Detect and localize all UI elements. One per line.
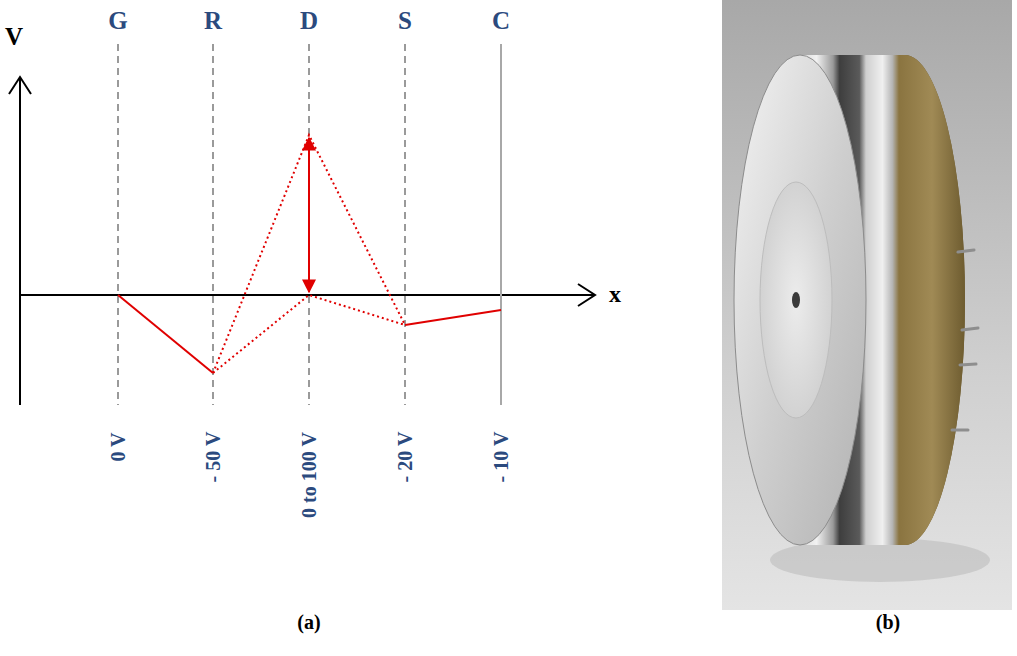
electrode-name: C — [492, 8, 510, 33]
voltage-label: 0 V — [108, 432, 128, 461]
voltage-label: 0 to 100 V — [299, 432, 319, 518]
electrode-name: S — [398, 8, 412, 33]
voltage-label: - 20 V — [395, 432, 415, 483]
panel-label: (b) — [876, 612, 900, 632]
electrode-name: G — [108, 8, 127, 33]
electrode-name: R — [204, 8, 222, 33]
electrode-name: D — [300, 8, 318, 33]
electrode-lines — [118, 44, 501, 405]
device-photo — [722, 0, 1012, 610]
axes — [9, 77, 595, 405]
axis-label: V — [5, 24, 23, 49]
potential-profile — [118, 135, 501, 373]
panel-label: (a) — [297, 612, 320, 632]
voltage-label: - 10 V — [491, 432, 511, 483]
voltage-label: - 50 V — [203, 432, 223, 483]
axis-label: x — [609, 282, 621, 306]
